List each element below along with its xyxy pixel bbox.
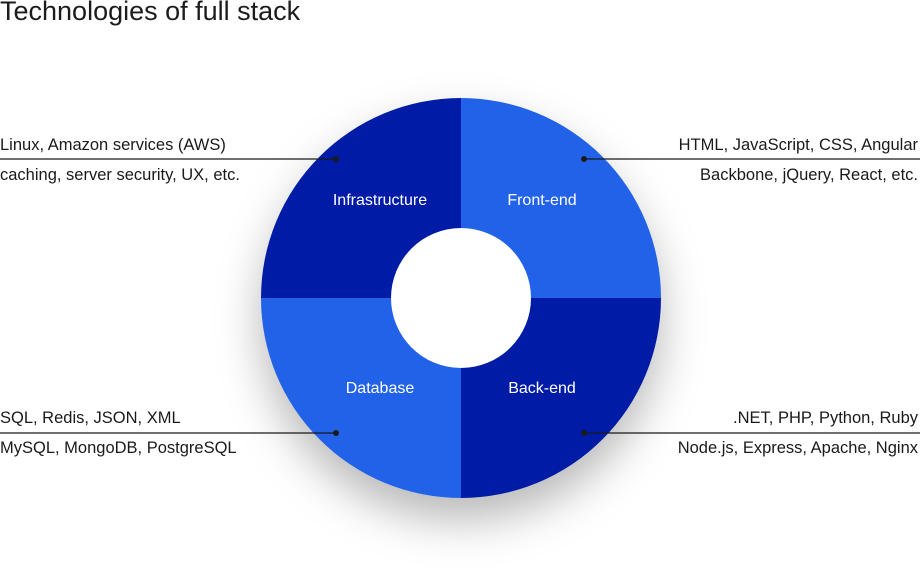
page-title: Technologies of full stack <box>0 0 301 26</box>
segment-backend[interactable] <box>461 298 661 498</box>
backend-note-line-1: .NET, PHP, Python, Ruby <box>733 409 918 427</box>
connector-backend <box>581 430 920 436</box>
connector-frontend <box>581 156 920 162</box>
segment-label-frontend: Front-end <box>507 192 576 209</box>
donut-ring <box>261 98 661 498</box>
segment-frontend[interactable] <box>461 98 661 298</box>
database-note-line-1: SQL, Redis, JSON, XML <box>0 409 181 427</box>
frontend-note-line-2: Backbone, jQuery, React, etc. <box>700 166 918 184</box>
segment-label-database: Database <box>346 380 415 397</box>
backend-note-line-2: Node.js, Express, Apache, Nginx <box>677 439 918 457</box>
connector-infrastructure <box>0 156 339 162</box>
segment-label-backend: Back-end <box>508 380 576 397</box>
donut-center-hole <box>391 228 531 368</box>
connector-database <box>0 430 339 436</box>
infrastructure-note-line-2: caching, server security, UX, etc. <box>0 166 240 184</box>
frontend-note-line-1: HTML, JavaScript, CSS, Angular <box>678 136 918 154</box>
database-note-line-2: MySQL, MongoDB, PostgreSQL <box>0 439 237 457</box>
segment-database[interactable] <box>261 298 461 498</box>
infrastructure-note-line-1: Linux, Amazon services (AWS) <box>0 136 226 154</box>
segment-label-infrastructure: Infrastructure <box>333 192 427 209</box>
segment-infrastructure[interactable] <box>261 98 461 298</box>
